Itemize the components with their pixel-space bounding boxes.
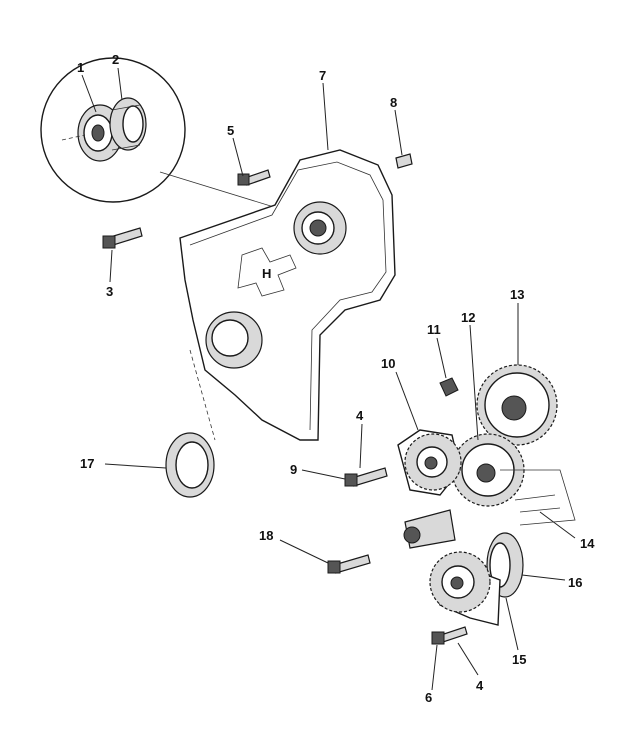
cover-emblem: H xyxy=(262,266,271,281)
callout-4-lower: 4 xyxy=(476,678,484,693)
seal-part-2 xyxy=(109,97,147,151)
pump-shaft xyxy=(403,509,456,549)
callout-14: 14 xyxy=(580,536,595,551)
callout-16: 16 xyxy=(568,575,582,590)
callout-12: 12 xyxy=(461,310,475,325)
callout-1: 1 xyxy=(77,60,84,75)
callout-18: 18 xyxy=(259,528,273,543)
callout-17: 17 xyxy=(80,456,94,471)
callout-2: 2 xyxy=(112,52,119,67)
oil-seal xyxy=(165,432,215,498)
callout-7: 7 xyxy=(319,68,326,83)
bolt-9 xyxy=(344,467,388,487)
bolt-3 xyxy=(102,227,143,249)
tensioner-block-11 xyxy=(439,377,459,397)
callout-8: 8 xyxy=(390,95,397,110)
callout-13: 13 xyxy=(510,287,524,302)
callout-4-upper: 4 xyxy=(356,408,364,423)
gear-13 xyxy=(476,364,558,446)
detail-inset xyxy=(40,57,301,216)
dowel-pin-8 xyxy=(395,153,413,169)
callout-11: 11 xyxy=(427,322,441,337)
callout-labels: 1 2 3 5 7 8 9 4 10 11 12 13 14 15 16 17 … xyxy=(77,52,595,705)
shaft-14 xyxy=(500,469,576,526)
callout-3: 3 xyxy=(106,284,113,299)
timing-cover: H xyxy=(179,149,396,441)
gear-10 xyxy=(397,429,462,496)
bolt-6 xyxy=(431,626,468,645)
callout-5: 5 xyxy=(227,123,234,138)
gear-15 xyxy=(429,551,501,626)
bolt-18 xyxy=(327,554,371,574)
leader-lines xyxy=(81,67,576,691)
callout-10: 10 xyxy=(381,356,395,371)
callout-6: 6 xyxy=(425,690,432,705)
bolt-5 xyxy=(237,169,271,186)
callout-15: 15 xyxy=(512,652,526,667)
callout-9: 9 xyxy=(290,462,297,477)
